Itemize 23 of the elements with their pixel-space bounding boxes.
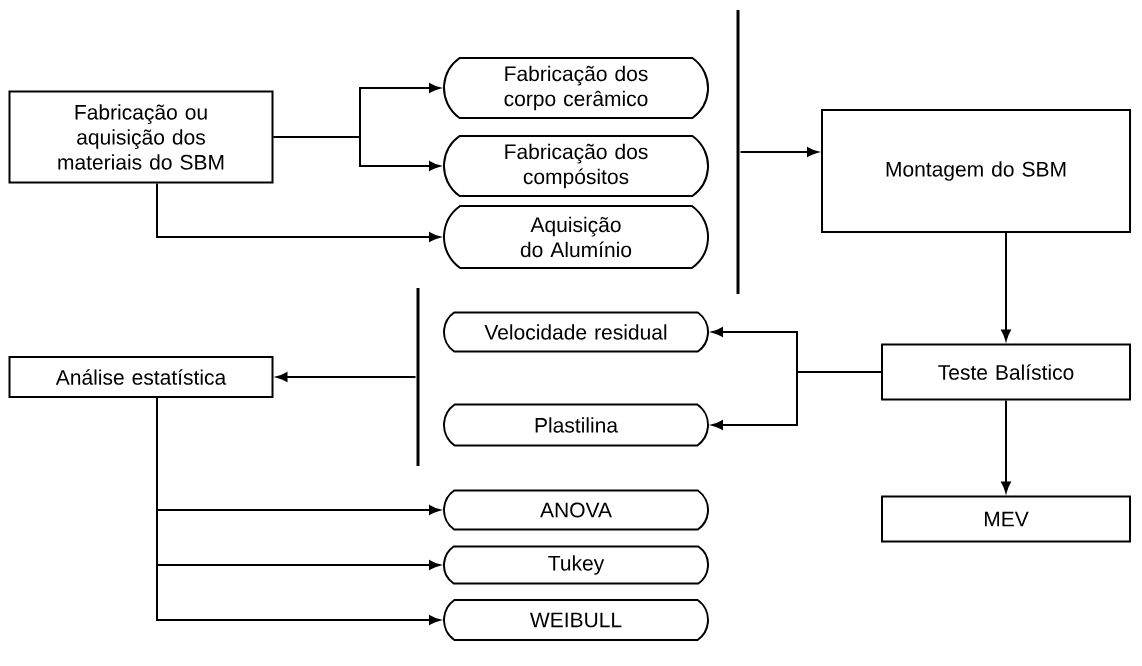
process-box: MEV bbox=[881, 495, 1131, 543]
arrow bbox=[1001, 399, 1011, 493]
rounded-box: Plastilina bbox=[443, 403, 709, 447]
arrow bbox=[711, 371, 882, 430]
rounded-box: ANOVA bbox=[443, 489, 709, 531]
rounded-box: Aquisição do Alumínio bbox=[443, 205, 709, 269]
rounded-box: Tukey bbox=[443, 545, 709, 585]
process-box: Montagem do SBM bbox=[821, 109, 1131, 233]
rounded-box: Fabricação dos compósitos bbox=[443, 135, 709, 197]
arrow bbox=[272, 136, 441, 171]
process-box: Fabricação ou aquisição dos materiais do SBM bbox=[8, 90, 274, 184]
arrow bbox=[156, 397, 441, 625]
bracket-bar bbox=[736, 10, 740, 294]
rounded-box: WEIBULL bbox=[443, 599, 709, 641]
process-box: Análise estatística bbox=[8, 356, 274, 398]
arrow bbox=[739, 147, 819, 157]
process-box: Teste Balístico bbox=[881, 343, 1131, 401]
bracket-bar bbox=[416, 288, 420, 466]
arrow bbox=[1001, 232, 1011, 341]
arrow bbox=[156, 182, 441, 242]
arrow bbox=[276, 372, 417, 382]
rounded-box: Fabricação dos corpo cerâmico bbox=[443, 57, 709, 119]
rounded-box: Velocidade residual bbox=[443, 311, 709, 353]
